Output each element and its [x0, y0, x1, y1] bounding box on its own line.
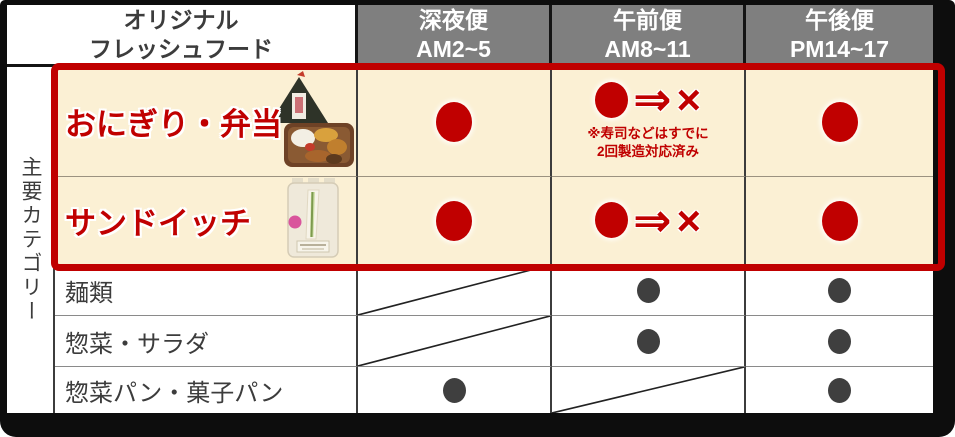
available-dot-red-icon	[436, 101, 472, 142]
schedule-cell-r1-c1	[358, 67, 552, 177]
category-label: 惣菜パン・菓子パン	[65, 379, 284, 407]
schedule-cell-r3-c3	[746, 265, 933, 316]
not-applicable-diagonal-icon	[358, 316, 550, 366]
column-header-time: AM8~11	[604, 35, 691, 62]
not-applicable-diagonal-icon	[552, 367, 744, 413]
dot-to-cross-group: ⇒×	[594, 193, 702, 246]
corner-header-line2: フレッシュフード	[89, 35, 273, 62]
available-dot-dark-icon	[442, 377, 466, 403]
available-dot-dark-icon	[828, 328, 851, 354]
sushi-note-line1: ※寿司などはすでに	[587, 126, 709, 142]
column-header-label: 午後便	[805, 6, 874, 33]
available-dot-dark-icon	[636, 328, 660, 354]
row-axis-cell: 主要カテゴリー	[7, 67, 55, 413]
available-dot-dark-icon	[828, 277, 851, 303]
cancelled-cross-icon: ×	[676, 75, 702, 123]
schedule-cell-r3-c2	[552, 265, 746, 316]
schedule-cell-r4-c1	[358, 316, 552, 367]
schedule-cell-r2-c1	[358, 177, 552, 265]
available-dot-red-icon	[821, 101, 858, 142]
available-dot-red-icon	[594, 202, 628, 239]
category-label: 麺類	[65, 279, 113, 307]
sandwich-icon	[282, 177, 344, 268]
category-label: 惣菜・サラダ	[65, 330, 209, 358]
schedule-cell-r2-c3	[746, 177, 933, 265]
table-corner-header: オリジナル フレッシュフード	[7, 5, 358, 67]
category-cell: おにぎり・弁当	[55, 67, 358, 177]
category-cell: 麺類	[55, 265, 358, 316]
dot-to-cross-group: ⇒×	[594, 73, 702, 125]
available-dot-dark-icon	[828, 377, 851, 403]
schedule-cell-r4-c2	[552, 316, 746, 367]
category-cell: 惣菜パン・菓子パン	[55, 367, 358, 413]
onigiri-bento-icon	[264, 69, 356, 180]
category-cell: 惣菜・サラダ	[55, 316, 358, 367]
available-dot-dark-icon	[636, 277, 660, 303]
schedule-cell-r2-c2: ⇒×	[552, 177, 746, 265]
category-label: サンドイッチ	[65, 206, 251, 241]
category-cell: サンドイッチ	[55, 177, 358, 265]
double-arrow-icon: ⇒	[632, 193, 672, 246]
available-dot-red-icon	[436, 200, 472, 241]
column-header-label: 午前便	[613, 6, 682, 33]
column-header-label: 深夜便	[419, 6, 488, 33]
corner-header-line1: オリジナル	[123, 6, 239, 33]
cancelled-cross-icon: ×	[676, 196, 702, 244]
not-applicable-diagonal-icon	[358, 265, 550, 315]
category-label: おにぎり・弁当	[65, 107, 282, 142]
row-axis-label: 主要カテゴリー	[19, 156, 42, 324]
schedule-cell-r5-c1	[358, 367, 552, 413]
double-arrow-icon: ⇒	[632, 73, 672, 125]
available-dot-red-icon	[594, 81, 628, 118]
schedule-cell-r4-c3	[746, 316, 933, 367]
schedule-cell-r3-c1	[358, 265, 552, 316]
sushi-note-line2: 2回製造対応済み	[596, 143, 699, 159]
available-dot-red-icon	[821, 200, 858, 241]
schedule-cell-r5-c3	[746, 367, 933, 413]
schedule-cell-r1-c3	[746, 67, 933, 177]
column-header-time: PM14~17	[789, 35, 890, 62]
column-header-time: AM2~5	[416, 35, 491, 62]
schedule-cell-r5-c2	[552, 367, 746, 413]
